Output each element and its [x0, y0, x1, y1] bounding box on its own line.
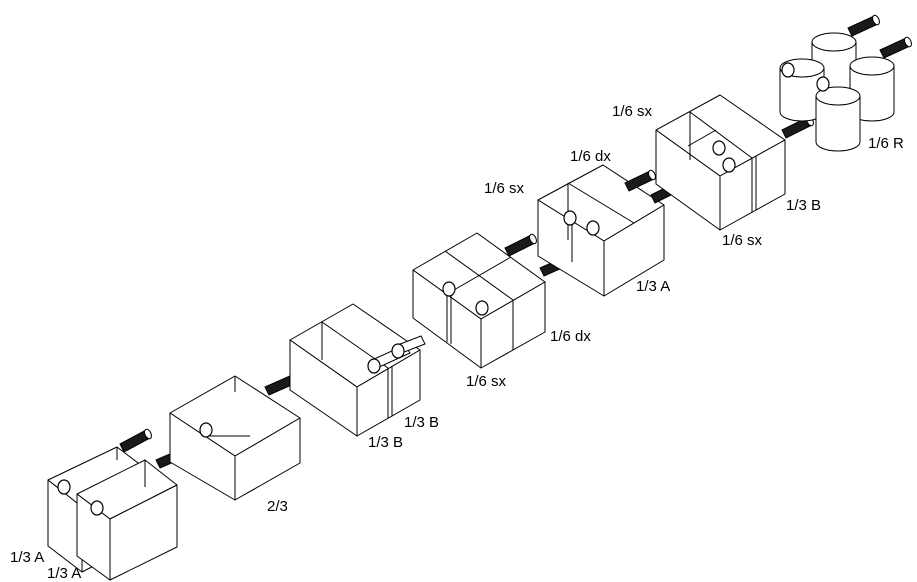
label-1-6-sx-group6-bottom: 1/6 sx	[722, 232, 763, 249]
label-1-6-dx-group5: 1/6 dx	[570, 148, 611, 165]
label-1-6-sx-group6-top: 1/6 sx	[612, 103, 653, 120]
label-1-3b-second: 1/3 B	[368, 434, 403, 451]
label-1-3a-first: 1/3 A	[10, 549, 44, 566]
label-1-3b-group6: 1/3 B	[786, 197, 821, 214]
label-1-6-sx-quad: 1/6 sx	[466, 373, 507, 390]
pan-group-2-3	[170, 373, 300, 500]
label-1-3a-group5: 1/3 A	[636, 278, 670, 295]
label-1-6-sx-group5: 1/6 sx	[484, 180, 525, 197]
label-2-3: 2/3	[267, 498, 288, 515]
label-1-3b-first: 1/3 B	[404, 414, 439, 431]
label-1-6-r: 1/6 R	[868, 135, 904, 152]
label-1-3a-second: 1/3 A	[47, 565, 81, 582]
label-1-6-dx-quad: 1/6 dx	[550, 328, 591, 345]
